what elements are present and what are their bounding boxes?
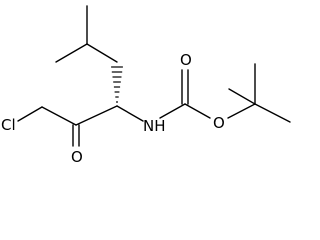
bond-cl-ch2 [17, 106, 43, 122]
ketone-oxygen-label: O [71, 148, 83, 166]
bond-carbamate-oester [184, 103, 211, 119]
bond-carbonyl-ch [75, 105, 118, 126]
amide-nitrogen-label: NH [143, 117, 166, 135]
chemical-structure-diagram: Cl O NH O O [1, 5, 291, 166]
bond-ch2-carbonyl [41, 106, 77, 126]
hashed-wedge-bond [111, 66, 123, 103]
bond-isopropyl-left [55, 43, 88, 63]
bond-tbutyl-right [254, 103, 291, 123]
chlorine-label: Cl [1, 116, 16, 134]
bond-oester-tbutyl [227, 103, 256, 119]
carbonyl-oxygen-label: O [180, 51, 192, 69]
bond-ch2-ch-isobutyl [86, 43, 118, 63]
bond-skeleton [17, 5, 291, 147]
ester-oxygen-label: O [213, 114, 225, 132]
bond-ch-nh [116, 105, 144, 122]
bond-nh-carbamate [159, 103, 186, 119]
bond-tbutyl-left [228, 88, 256, 105]
